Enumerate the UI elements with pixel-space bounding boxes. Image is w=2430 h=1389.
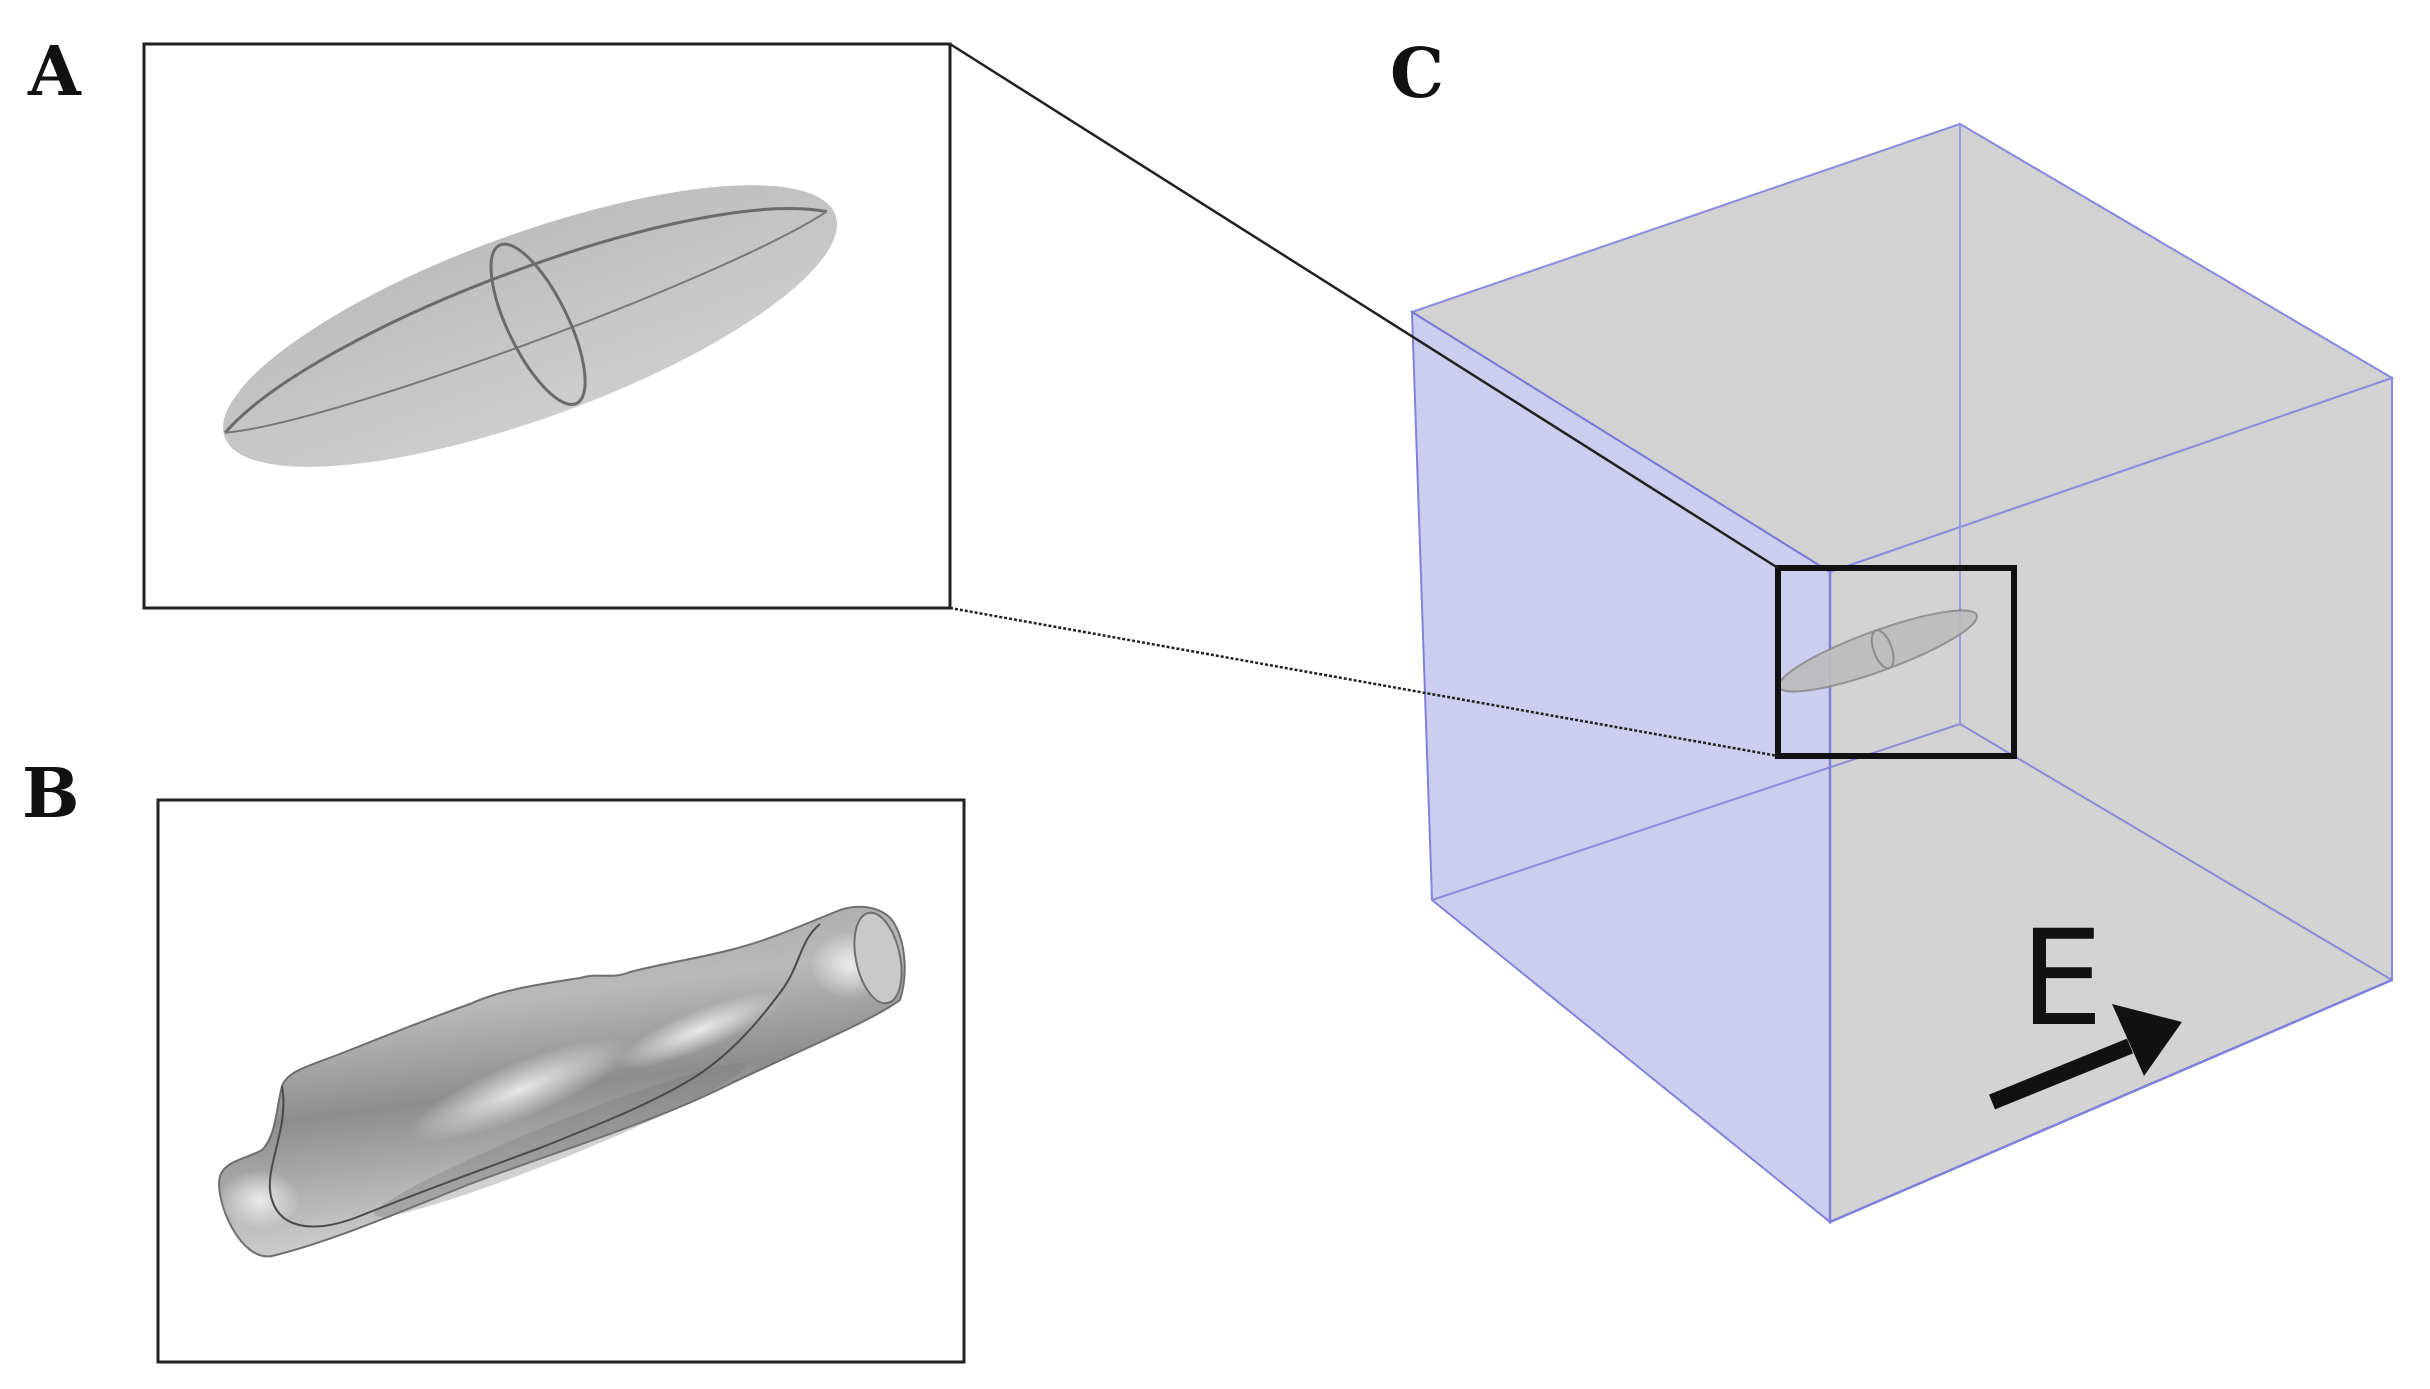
field-direction: E: [1988, 902, 2182, 1110]
zoom-connector-bottom: [949, 606, 1779, 758]
ellipsoid-equator: [223, 207, 828, 434]
ellipsoid-model: [222, 185, 838, 467]
cube-front-edges: [1828, 572, 2393, 1224]
cell-model: [218, 905, 906, 1258]
zoom-selection-box: [1775, 565, 2017, 759]
field-arrow-shaft: [1988, 1038, 2134, 1110]
field-label-e: E: [2020, 902, 2103, 1056]
panel-label-a: A: [28, 32, 81, 112]
cube-domain: [1409, 122, 2395, 1225]
zoom-connector-top: [949, 42, 1779, 570]
field-arrow-head: [2112, 1004, 2182, 1076]
cube-hidden-edge-3: [1959, 723, 2393, 981]
cell-highlight-2: [616, 991, 784, 1069]
inner-ellipsoid-ring: [1870, 629, 1895, 670]
ellipsoid-meridian: [489, 242, 587, 406]
panel-label-b: B: [22, 754, 80, 834]
cell-highlight-1: [408, 1038, 632, 1142]
cell-contour-line: [268, 923, 821, 1228]
panel-label-c: C: [1390, 34, 1445, 114]
ellipsoid-lower-contour: [225, 210, 828, 434]
cell-end-cap: [853, 911, 903, 1005]
